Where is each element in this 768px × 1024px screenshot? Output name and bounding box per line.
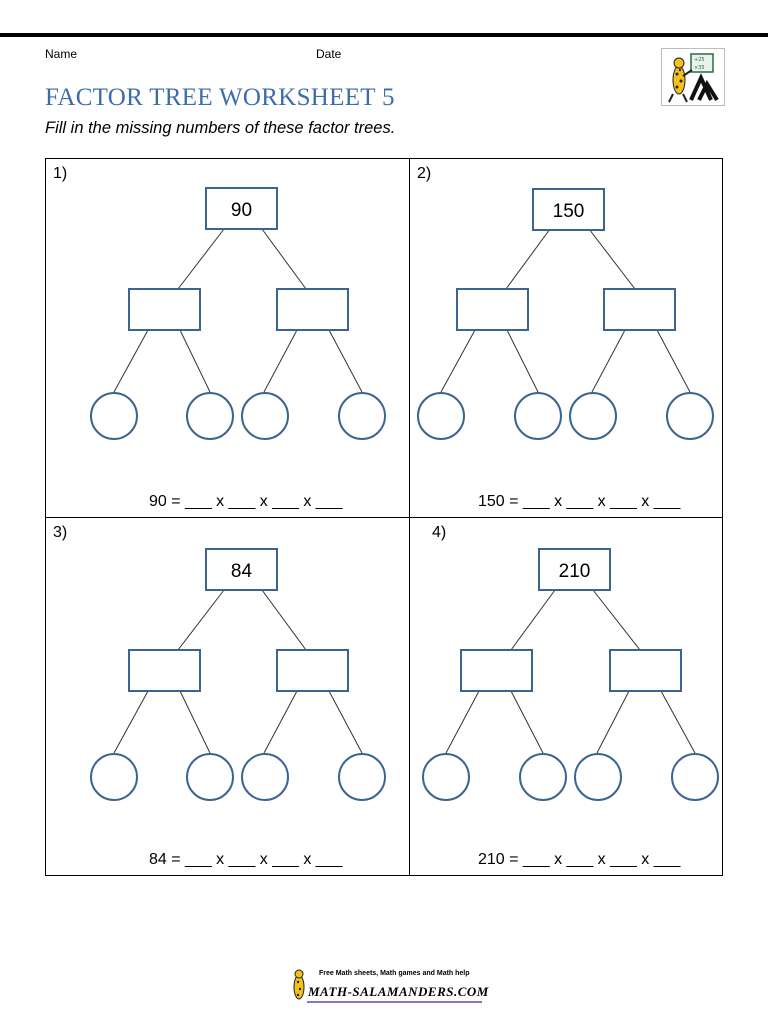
date-label: Date xyxy=(316,47,342,61)
equation-2: 150 = ___ x ___ x ___ x ___ xyxy=(478,493,681,510)
footer-brand[interactable]: MATH-SALAMANDERS.COM xyxy=(308,984,489,999)
root-value: 150 xyxy=(553,201,585,222)
factor-box[interactable] xyxy=(128,649,201,692)
salamander-logo-icon: +25 ×35 xyxy=(661,48,725,106)
footer-tagline: Free Math sheets, Math games and Math he… xyxy=(319,970,470,977)
factor-tree-2: 150 xyxy=(417,188,714,440)
prime-circle[interactable] xyxy=(417,392,465,440)
prime-circle[interactable] xyxy=(241,753,289,801)
factor-box[interactable] xyxy=(456,288,529,331)
root-value: 210 xyxy=(559,561,591,582)
factor-tree-4: 210 xyxy=(422,548,719,801)
page-title: FACTOR TREE WORKSHEET 5 xyxy=(45,84,395,111)
svg-text:+25: +25 xyxy=(694,57,705,63)
factor-box[interactable] xyxy=(609,649,682,692)
factor-box[interactable] xyxy=(276,649,349,692)
problem-3-label: 3) xyxy=(53,524,68,541)
problem-1-label: 1) xyxy=(53,165,68,182)
problem-2-label: 2) xyxy=(417,165,432,182)
factor-box[interactable] xyxy=(603,288,676,331)
prime-circle[interactable] xyxy=(186,753,234,801)
prime-circle[interactable] xyxy=(422,753,470,801)
prime-circle[interactable] xyxy=(574,753,622,801)
equation-3: 84 = ___ x ___ x ___ x ___ xyxy=(149,851,343,868)
top-rule xyxy=(0,33,768,37)
root-box xyxy=(205,548,278,591)
prime-circle[interactable] xyxy=(241,392,289,440)
factor-box[interactable] xyxy=(276,288,349,331)
prime-circle[interactable] xyxy=(90,753,138,801)
prime-circle[interactable] xyxy=(671,753,719,801)
factor-tree-1: 90 xyxy=(90,187,386,440)
prime-circle[interactable] xyxy=(569,392,617,440)
root-box xyxy=(205,187,278,230)
prime-circle[interactable] xyxy=(338,753,386,801)
svg-text:×35: ×35 xyxy=(694,65,705,71)
root-box xyxy=(532,188,605,231)
equation-4: 210 = ___ x ___ x ___ x ___ xyxy=(478,851,681,868)
instructions: Fill in the missing numbers of these fac… xyxy=(45,119,396,137)
name-label: Name xyxy=(45,47,78,61)
problem-4-label: 4) xyxy=(432,524,447,541)
prime-circle[interactable] xyxy=(90,392,138,440)
footer-salamander-icon xyxy=(293,969,482,1003)
root-box xyxy=(538,548,611,591)
prime-circle[interactable] xyxy=(519,753,567,801)
factor-box[interactable] xyxy=(128,288,201,331)
root-value: 84 xyxy=(231,561,253,582)
root-value: 90 xyxy=(231,200,252,221)
grid-horizontal-divider xyxy=(45,517,723,518)
prime-circle[interactable] xyxy=(666,392,714,440)
factor-tree-3: 84 xyxy=(90,548,386,801)
prime-circle[interactable] xyxy=(186,392,234,440)
equation-1: 90 = ___ x ___ x ___ x ___ xyxy=(149,493,343,510)
factor-box[interactable] xyxy=(460,649,533,692)
prime-circle[interactable] xyxy=(514,392,562,440)
prime-circle[interactable] xyxy=(338,392,386,440)
